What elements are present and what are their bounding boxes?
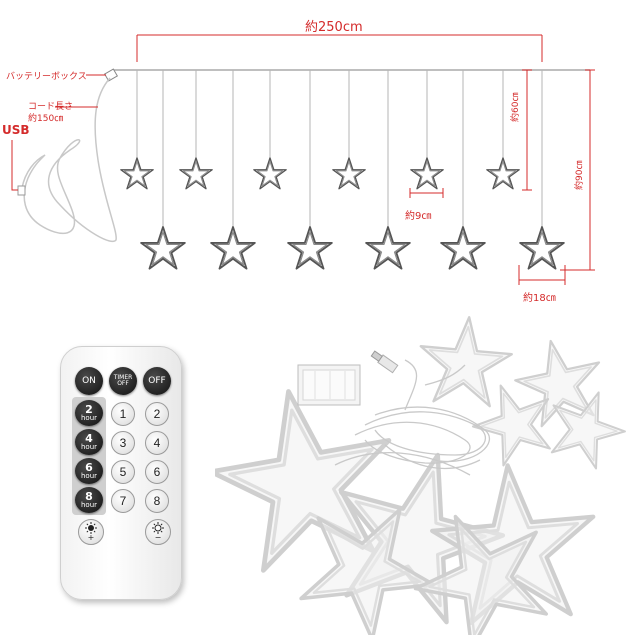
off-button[interactable]: OFF — [143, 367, 171, 395]
star-icon — [210, 226, 256, 270]
timer-8h-button[interactable]: 8 hour — [75, 487, 103, 513]
strands — [136, 70, 543, 232]
width-dimension — [136, 34, 543, 62]
remote-control: ON TIMER OFF OFF 2 hour 4 hour 6 hour 8 … — [60, 346, 182, 600]
width-label: 約250cm — [305, 20, 363, 35]
star-icon — [253, 157, 287, 190]
star-icon — [120, 157, 154, 190]
star-large-dimension — [518, 265, 566, 285]
cord-length-value: 約150㎝ — [28, 114, 64, 124]
large-stars — [140, 226, 565, 270]
cord-length-label: コード長さ — [28, 102, 74, 112]
drop-short-dimension — [522, 69, 532, 191]
star-icon — [365, 226, 411, 270]
battery-box-icon — [297, 364, 361, 406]
star-large-label: 約18㎝ — [523, 293, 556, 304]
on-button[interactable]: ON — [75, 367, 103, 395]
mode-8-button[interactable]: 8 — [145, 489, 169, 513]
star-icon — [410, 157, 444, 190]
brightness-down-button[interactable]: − — [145, 519, 171, 545]
usb-plug-icon — [17, 185, 26, 196]
mode-5-button[interactable]: 5 — [111, 460, 135, 484]
product-photo — [215, 315, 635, 635]
star-icon — [287, 226, 333, 270]
mode-7-button[interactable]: 7 — [111, 489, 135, 513]
star-icon — [519, 226, 565, 270]
mode-2-button[interactable]: 2 — [145, 402, 169, 426]
drop-short-label: 約60㎝ — [511, 92, 521, 122]
star-small-dimension — [409, 188, 444, 198]
drop-long-dimension — [560, 69, 595, 271]
timer-6h-button[interactable]: 6 hour — [75, 458, 103, 484]
mode-3-button[interactable]: 3 — [111, 431, 135, 455]
star-icon — [332, 157, 366, 190]
timer-label: TIMER — [113, 374, 133, 381]
star-small-label: 約9㎝ — [405, 211, 432, 222]
mode-4-button[interactable]: 4 — [145, 431, 169, 455]
mode-6-button[interactable]: 6 — [145, 460, 169, 484]
usb-plug-icon — [370, 350, 399, 374]
star-icon — [179, 157, 213, 190]
usb-label: USB — [2, 123, 30, 137]
timer-2h-button[interactable]: 2 hour — [75, 400, 103, 426]
battery-box-icon — [103, 68, 119, 82]
light-curtain-diagram — [11, 34, 595, 285]
mode-1-button[interactable]: 1 — [111, 402, 135, 426]
sun-icon — [152, 522, 164, 534]
timer-4h-button[interactable]: 4 hour — [75, 429, 103, 455]
star-icon — [486, 157, 520, 190]
brightness-up-button[interactable]: + — [78, 519, 104, 545]
small-stars — [120, 157, 520, 190]
wire-tangle — [334, 359, 491, 476]
battery-box-label: バッテリーボックス — [6, 72, 87, 82]
sun-icon — [85, 522, 97, 534]
timer-off-label: OFF — [117, 380, 129, 387]
timer-off-button[interactable]: TIMER OFF — [109, 367, 137, 395]
star-icon — [440, 226, 486, 270]
usb-cord — [21, 77, 117, 243]
drop-long-label: 約90㎝ — [575, 160, 585, 190]
star-icon — [140, 226, 186, 270]
